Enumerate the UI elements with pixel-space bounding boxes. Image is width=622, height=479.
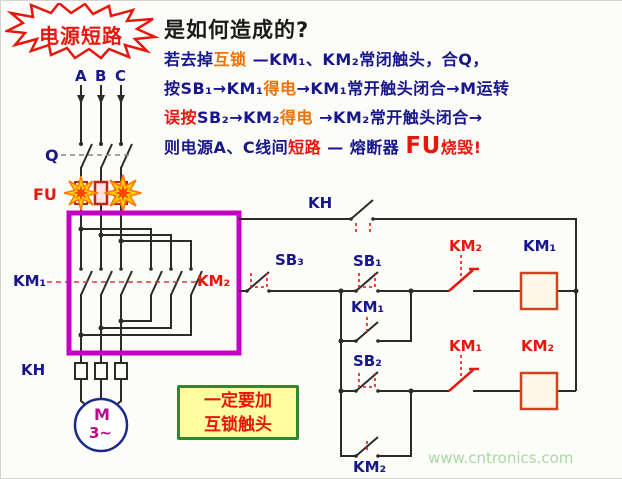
label-sb1: SB₁	[353, 252, 382, 270]
km2-main-contacts	[150, 270, 203, 296]
title-question: 是如何造成的?	[164, 18, 310, 42]
note-line-2: 互锁触头	[204, 415, 272, 435]
label-phase-b: B	[95, 67, 107, 85]
actuator-link-dashes	[250, 223, 462, 453]
label-fuse-fu: FU	[33, 185, 57, 204]
control-wires	[239, 218, 577, 457]
label-motor-3ph: 3~	[89, 424, 113, 442]
label-km2-main: KM₂	[197, 272, 231, 290]
label-kh-main: KH	[21, 361, 46, 379]
title-burst: 电源短路	[5, 3, 161, 61]
label-phase-c: C	[115, 67, 127, 85]
kh-heater-symbols	[74, 362, 128, 380]
km1-coil-box	[519, 271, 559, 311]
interlock-note-box: 一定要加 互锁触头	[177, 385, 299, 440]
label-sb3: SB₃	[275, 251, 304, 269]
motor-circle	[73, 397, 129, 453]
explosion-star-left-icon	[63, 175, 99, 211]
label-kh-control: KH	[308, 194, 333, 212]
explanation-line-2: 按SB₁→KM₁得电→KM₁常开触头闭合→M运转	[164, 79, 510, 98]
label-q-switch: Q	[45, 146, 59, 165]
explanation-block: 若去掉互锁 —KM₁、KM₂常闭触头，合Q， 按SB₁→KM₁得电→KM₁常开触…	[164, 45, 620, 162]
label-sb2: SB₂	[353, 352, 382, 370]
label-km2-coil: KM₂	[521, 337, 555, 355]
explanation-line-1: 若去掉互锁 —KM₁、KM₂常闭触头，合Q，	[164, 50, 489, 69]
label-motor-m: M	[94, 405, 110, 424]
note-line-1: 一定要加	[204, 391, 272, 411]
explosion-star-right-icon	[103, 173, 143, 213]
interlock-highlight-box	[66, 210, 242, 356]
power-phase-lines	[80, 85, 122, 410]
explanation-line-4: 则电源A、C线间短路 — 熔断器 FU烧毁!	[164, 133, 482, 159]
label-km1-aux: KM₁	[351, 298, 385, 316]
junction-dots	[78, 226, 124, 338]
km1-main-contacts	[80, 270, 133, 296]
label-km1-main: KM₁	[13, 272, 47, 290]
burst-title: 电源短路	[39, 24, 123, 48]
label-km2-interlock: KM₂	[449, 237, 483, 255]
burst-star-icon	[5, 3, 160, 60]
q-switch-symbol	[61, 142, 133, 169]
explanation-line-3: 误按SB₂→KM₂得电 →KM₂常开触头闭合→	[164, 108, 483, 127]
km2-branch-wires	[81, 228, 192, 336]
label-km1-coil: KM₁	[523, 237, 557, 255]
watermark-text: www.cntronics.com	[428, 449, 574, 467]
phase-arrow-icons	[77, 95, 125, 104]
km2-coil-box	[519, 371, 559, 411]
label-km2-aux: KM₂	[353, 458, 387, 476]
contact-terminal-dots	[79, 267, 193, 271]
interlock-nc-contacts	[448, 267, 479, 392]
control-junction-dots	[245, 217, 579, 458]
label-km1-interlock: KM₁	[449, 337, 483, 355]
label-phase-a: A	[75, 67, 87, 85]
